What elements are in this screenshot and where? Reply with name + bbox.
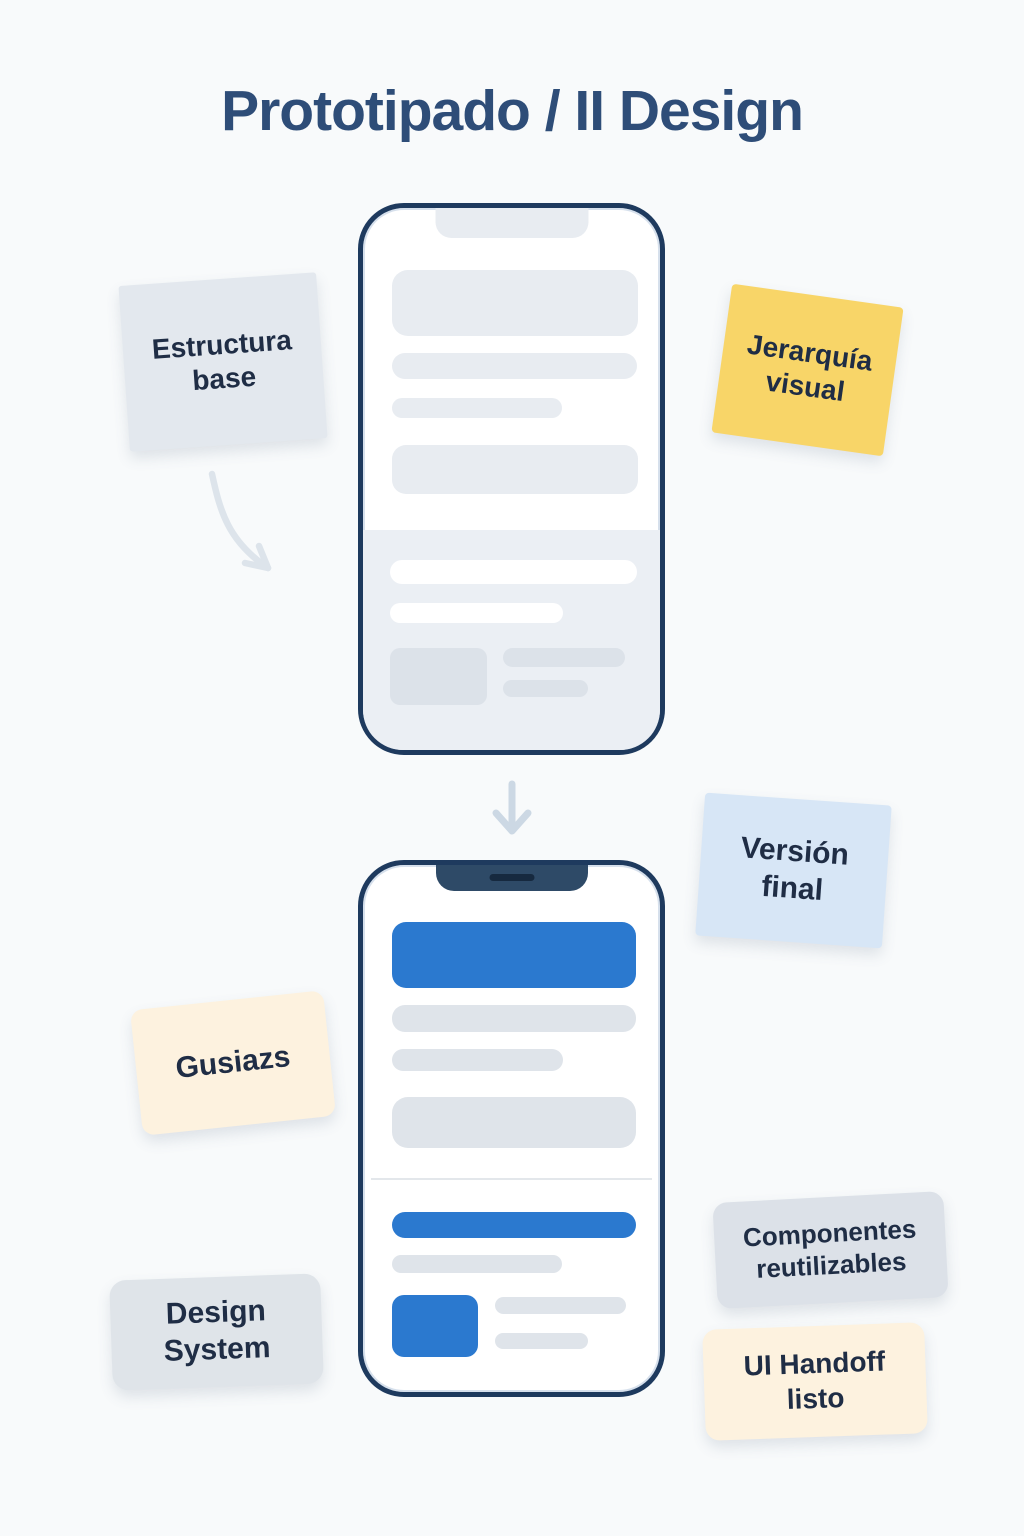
final-text-bar-short xyxy=(392,1049,563,1071)
final-text-bar xyxy=(392,1005,636,1032)
sticky-note-guias: Gusiazs xyxy=(129,990,337,1136)
sticky-note-label: Gusiazs xyxy=(173,1039,292,1085)
sticky-note-label: Estructura base xyxy=(150,324,293,397)
final-thumbnail-block xyxy=(392,1295,478,1357)
final-primary-bar xyxy=(392,1212,636,1238)
final-phone-mockup xyxy=(358,860,665,1397)
wireframe-thumbnail-block xyxy=(390,648,487,705)
down-arrow-icon xyxy=(492,780,532,835)
wireframe-text-bar xyxy=(392,353,637,379)
final-caption-bar xyxy=(495,1297,626,1314)
speaker-pill xyxy=(489,874,534,881)
wireframe-caption-bar-short xyxy=(503,680,588,697)
final-phone-notch xyxy=(435,865,588,891)
wireframe-hero-block xyxy=(392,270,638,336)
sticky-note-version-final: Versión final xyxy=(695,792,892,949)
wireframe-footer-section xyxy=(363,530,660,750)
final-content-block xyxy=(392,1097,636,1148)
sticky-note-jerarquia-visual: Jerarquía visual xyxy=(711,283,904,457)
curved-arrow-icon xyxy=(208,470,272,572)
sticky-note-ui-handoff-listo: UI Handoff listo xyxy=(702,1322,928,1441)
sticky-note-label: Componentes reutilizables xyxy=(742,1213,917,1284)
wireframe-notch-placeholder xyxy=(435,208,588,238)
wireframe-caption-bar xyxy=(503,648,625,667)
sticky-note-design-system: Design System xyxy=(109,1273,324,1391)
page-title: Prototipado / II Design xyxy=(221,79,804,143)
wireframe-content-block xyxy=(392,445,638,494)
sticky-note-componentes-reutilizables: Componentes reutilizables xyxy=(712,1191,949,1309)
final-hero-block xyxy=(392,922,636,988)
wireframe-footer-bar xyxy=(390,560,637,584)
wireframe-text-bar-short xyxy=(392,398,562,418)
sticky-note-label: Versión final xyxy=(739,831,851,907)
wireframe-phone-screen xyxy=(363,208,660,750)
final-subtext-bar xyxy=(392,1255,562,1273)
sticky-note-label: Design System xyxy=(163,1294,272,1368)
final-caption-bar-short xyxy=(495,1333,588,1349)
sticky-note-estructura-base: Estructura base xyxy=(118,272,328,452)
final-phone-screen xyxy=(363,865,660,1392)
wireframe-footer-bar-short xyxy=(390,603,563,623)
wireframe-phone-mockup xyxy=(358,203,665,755)
sticky-note-label: UI Handoff listo xyxy=(743,1345,886,1415)
sticky-note-label: Jerarquía visual xyxy=(745,328,875,408)
final-section-divider xyxy=(371,1178,652,1180)
